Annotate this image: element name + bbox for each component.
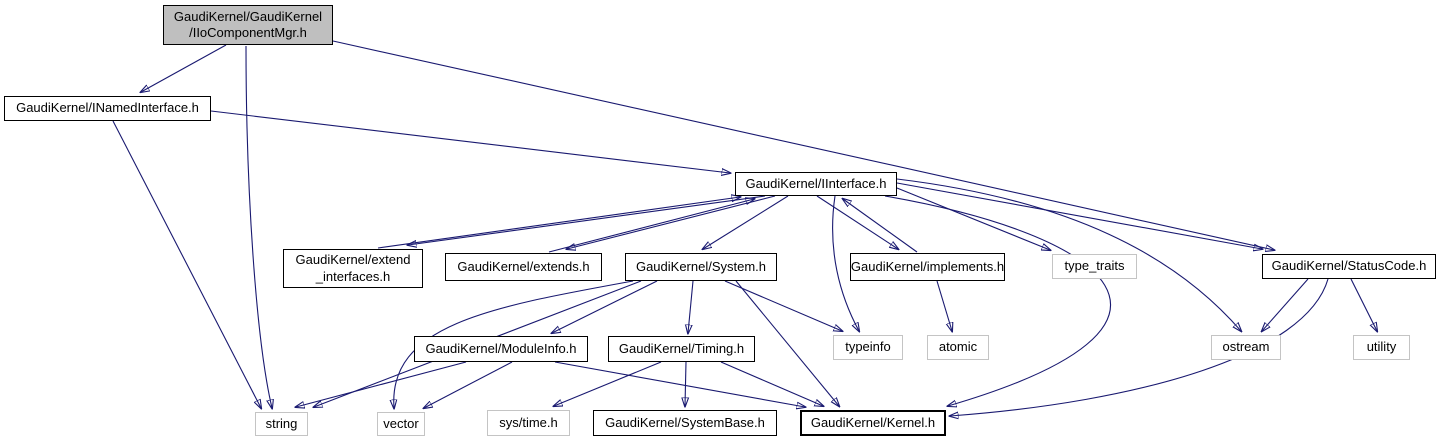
node-iiocomponentmgr[interactable]: GaudiKernel/GaudiKernel /IIoComponentMgr…	[163, 5, 333, 45]
edge-implements-iinterface	[843, 199, 918, 253]
edge-moduleinfo-kernel	[554, 361, 805, 407]
node-label: GaudiKernel/ModuleInfo.h	[425, 340, 577, 356]
edge-system-kernel	[735, 280, 839, 406]
node-label: ostream	[1222, 339, 1270, 355]
node-label: vector	[383, 415, 419, 431]
node-timing[interactable]: GaudiKernel/Timing.h	[608, 336, 755, 362]
edge-statuscode-ostream	[1262, 278, 1309, 331]
node-label: GaudiKernel/Timing.h	[618, 340, 745, 356]
edge-system-typeinfo	[724, 280, 842, 331]
node-extend-interfaces[interactable]: GaudiKernel/extend _interfaces.h	[283, 249, 423, 288]
node-label: GaudiKernel/SystemBase.h	[605, 414, 765, 430]
node-label: typeinfo	[845, 339, 891, 355]
node-system[interactable]: GaudiKernel/System.h	[625, 253, 777, 281]
node-label: GaudiKernel/GaudiKernel /IIoComponentMgr…	[173, 8, 323, 40]
node-label: GaudiKernel/implements.h	[850, 258, 1005, 274]
node-type-traits[interactable]: type_traits	[1052, 254, 1137, 279]
edge-extends-iinterface	[548, 199, 754, 253]
node-label: sys/time.h	[499, 414, 558, 430]
node-moduleinfo[interactable]: GaudiKernel/ModuleInfo.h	[414, 336, 588, 362]
edge-iinterface-typeinfo	[832, 195, 859, 331]
node-extends[interactable]: GaudiKernel/extends.h	[445, 253, 602, 281]
edge-iinterface-extint	[408, 195, 766, 245]
node-atomic[interactable]: atomic	[927, 335, 989, 360]
edge-iinterface-system	[703, 195, 789, 249]
node-label: GaudiKernel/StatusCode.h	[1271, 258, 1427, 274]
node-sys-time[interactable]: sys/time.h	[487, 410, 570, 436]
node-label: GaudiKernel/System.h	[635, 258, 767, 274]
node-implements[interactable]: GaudiKernel/implements.h	[850, 253, 1005, 281]
node-kernel[interactable]: GaudiKernel/Kernel.h	[800, 410, 946, 436]
edge-inamed-iinterface	[210, 110, 730, 173]
node-statuscode[interactable]: GaudiKernel/StatusCode.h	[1262, 254, 1436, 279]
edge-timing-systembase	[685, 361, 686, 406]
edge-iinterface-kernel	[884, 195, 1111, 406]
edge-system-vector	[394, 280, 634, 408]
edge-iinterface-ostream	[896, 178, 1241, 331]
node-label: GaudiKernel/INamedInterface.h	[16, 100, 199, 116]
node-vector[interactable]: vector	[377, 412, 425, 436]
node-label: GaudiKernel/IInterface.h	[745, 175, 887, 191]
node-string[interactable]: string	[255, 412, 308, 436]
edge-iinterface-typetraits	[896, 187, 1050, 250]
edge-system-moduleinfo	[552, 280, 658, 333]
edge-iinterface-implements	[816, 195, 898, 249]
edge-timing-systime	[554, 361, 662, 406]
node-systembase[interactable]: GaudiKernel/SystemBase.h	[593, 410, 777, 436]
node-label: GaudiKernel/Kernel.h	[810, 414, 936, 430]
edge-statuscode-utility	[1350, 278, 1377, 331]
edge-implements-atomic	[936, 280, 952, 331]
edge-timing-kernel	[720, 361, 823, 406]
node-label: GaudiKernel/extends.h	[457, 258, 590, 274]
node-label: utility	[1366, 339, 1397, 355]
edge-inamed-string	[112, 120, 261, 408]
node-utility[interactable]: utility	[1353, 335, 1410, 360]
edge-moduleinfo-vector	[424, 361, 513, 408]
node-inamedinterface[interactable]: GaudiKernel/INamedInterface.h	[4, 96, 211, 121]
edge-mgr-statuscode	[332, 40, 1274, 250]
edge-statuscode-kernel	[950, 278, 1329, 416]
node-label: string	[265, 415, 298, 431]
node-iinterface[interactable]: GaudiKernel/IInterface.h	[735, 172, 897, 196]
node-label: type_traits	[1064, 258, 1125, 274]
edge-iinterface-extends	[567, 195, 776, 249]
edge-mgr-inamed	[141, 44, 227, 92]
edge-mgr-string	[245, 45, 272, 408]
node-label: GaudiKernel/extend _interfaces.h	[295, 252, 411, 284]
edge-system-timing	[688, 280, 694, 333]
edge-extint-iinterface	[377, 197, 740, 249]
edge-moduleinfo-string	[296, 361, 467, 407]
node-typeinfo[interactable]: typeinfo	[833, 335, 903, 360]
node-ostream[interactable]: ostream	[1211, 335, 1281, 360]
node-label: atomic	[938, 339, 978, 355]
edge-iinterface-statuscode	[896, 182, 1262, 249]
